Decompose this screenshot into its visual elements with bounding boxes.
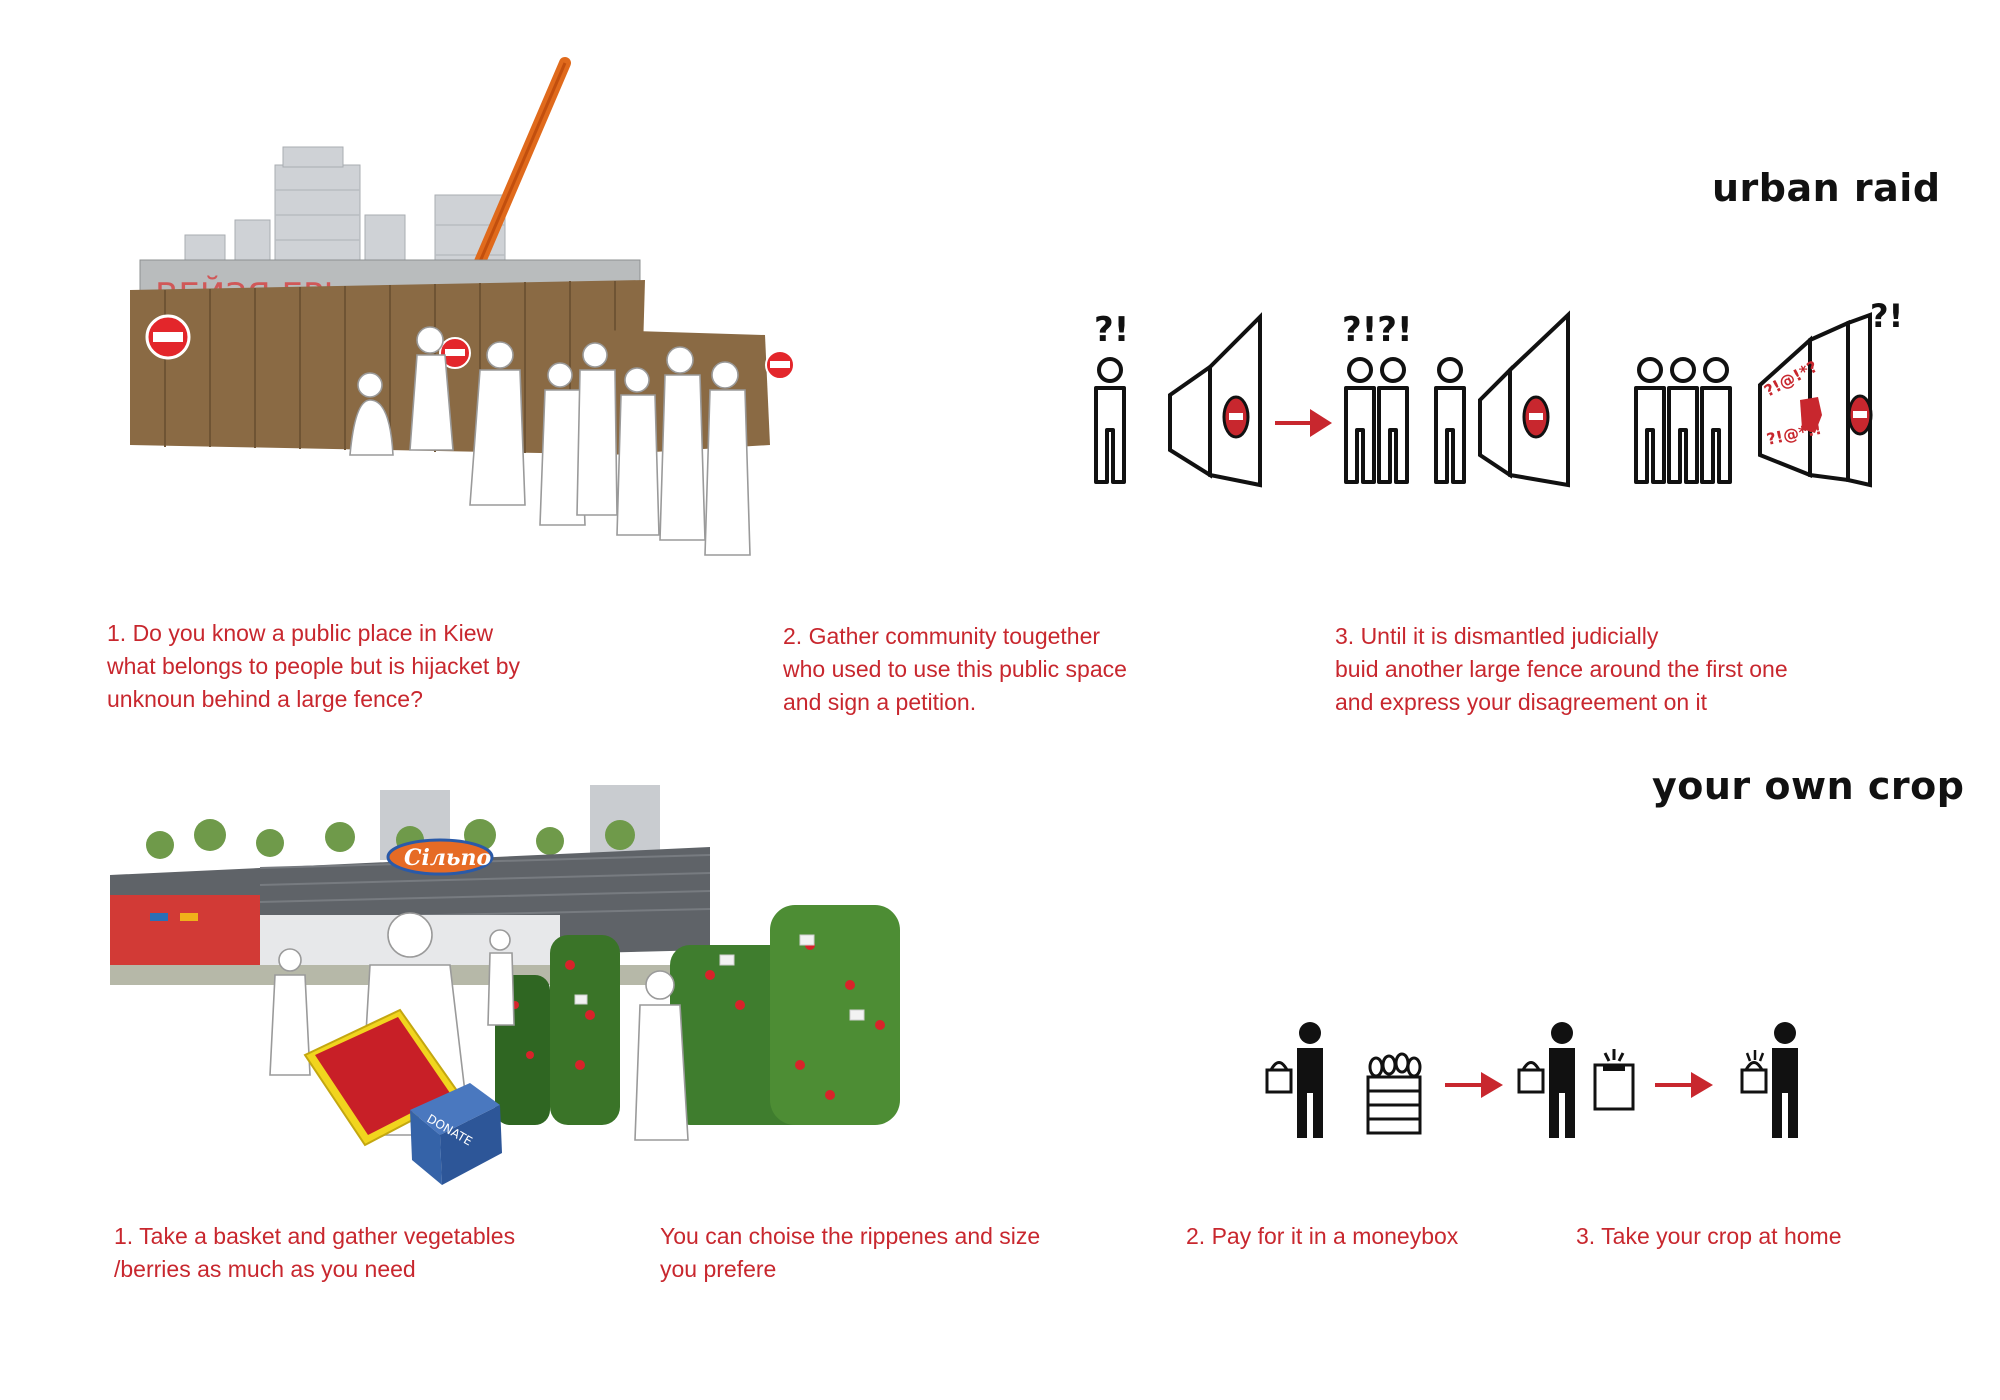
no-entry-sign-icon (439, 337, 471, 369)
urban-raid-collage: ВЕЙЗЯ ЕРЬ (130, 57, 795, 556)
person-outline-icon (1094, 357, 1126, 484)
basket-icon (1517, 1061, 1545, 1094)
own-crop-caption-1b: You can choise the rippenes and size you… (660, 1223, 1041, 1282)
own-crop-caption-1: 1. Take a basket and gather vegetables /… (114, 1223, 516, 1282)
urban-raid-caption-3: 3. Until it is dismantled judicially bui… (1335, 623, 1788, 715)
person-solid-icon (1772, 1022, 1798, 1138)
store-sign: Сільпо (386, 838, 494, 876)
step3-question-marks: ?! (1870, 297, 1903, 335)
urban-raid-caption-2: 2. Gather community tougether who used t… (783, 623, 1127, 715)
person-outline-icon (1434, 357, 1466, 484)
fence-panel-icon (1478, 310, 1570, 488)
basket-icon (1740, 1050, 1768, 1094)
own-crop-caption-3: 3. Take your crop at home (1576, 1223, 1842, 1249)
basket-icon (1265, 1061, 1293, 1094)
person-outline-icon (1634, 357, 1666, 484)
own-crop-collage: Сільпо DONATE (110, 785, 900, 1185)
person-outline-icon (1667, 357, 1699, 484)
crowd-silhouettes (349, 326, 751, 556)
svg-text:Сільпо: Сільпо (404, 845, 491, 871)
urban-raid-heading: urban raid (1712, 166, 1941, 210)
arrow-right-icon (1275, 409, 1332, 437)
person-solid-icon (1297, 1022, 1323, 1138)
strawberry-towers (495, 905, 900, 1125)
urban-raid-caption-1: 1. Do you know a public place in Kiew wh… (107, 620, 520, 712)
moneybox-icon (1593, 1049, 1635, 1111)
own-crop-diagram (1265, 1022, 1798, 1138)
moneybox-icon: DONATE (410, 1083, 502, 1185)
no-entry-sign-icon (765, 350, 795, 380)
person-solid-icon (1549, 1022, 1575, 1138)
step2-question-marks: ?!?! (1342, 310, 1412, 350)
fence-panel-icon: ?!@!*? ?!@*!! (1758, 312, 1873, 488)
arrow-right-icon (1445, 1072, 1503, 1098)
person-outline-icon (1344, 357, 1376, 484)
no-entry-sign-icon (145, 314, 191, 360)
crate-icon (1366, 1052, 1422, 1135)
person-outline-icon (1700, 357, 1732, 484)
step1-question-marks: ?! (1094, 310, 1129, 350)
fence-panel-icon (1168, 312, 1262, 488)
urban-raid-diagram: ?! ?!?! ?!@!*? ?!@*!! ?! (1094, 297, 1903, 488)
person-outline-icon (1377, 357, 1409, 484)
own-crop-caption-2: 2. Pay for it in a moneybox (1186, 1223, 1459, 1249)
own-crop-heading: your own crop (1652, 764, 1965, 808)
arrow-right-icon (1655, 1072, 1713, 1098)
